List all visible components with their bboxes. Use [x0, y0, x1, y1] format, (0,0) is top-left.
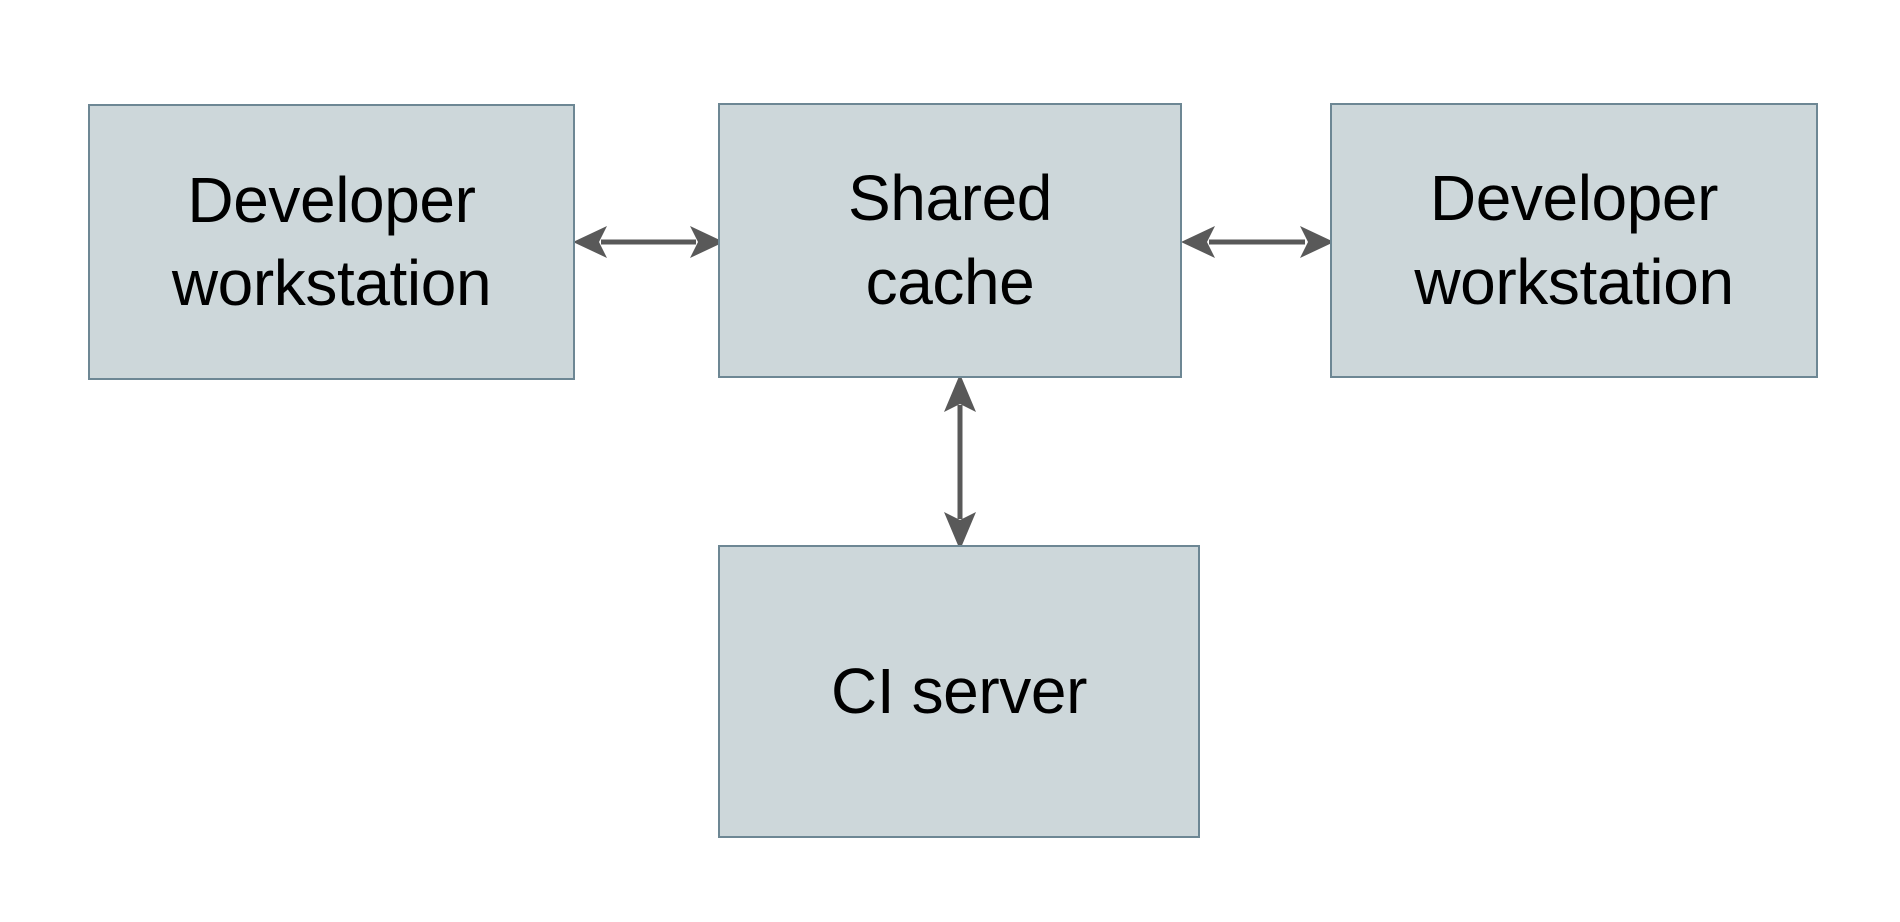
- node-label: Developer workstation: [1414, 162, 1734, 318]
- node-developer-workstation-left[interactable]: Developer workstation: [88, 104, 575, 380]
- node-label: Developer workstation: [171, 163, 492, 319]
- node-shared-cache[interactable]: Shared cache: [718, 103, 1182, 378]
- double-arrow-icon: [573, 226, 724, 258]
- node-label: CI server: [831, 654, 1087, 727]
- node-ci-server[interactable]: CI server: [718, 545, 1200, 838]
- edge-dev-left-to-shared-cache: [573, 226, 724, 258]
- node-developer-workstation-right[interactable]: Developer workstation: [1330, 103, 1818, 378]
- node-label: Shared cache: [848, 162, 1052, 318]
- edge-shared-cache-to-dev-right: [1181, 226, 1334, 258]
- double-arrow-icon: [1181, 226, 1334, 258]
- double-arrow-icon: [944, 374, 976, 550]
- edge-shared-cache-to-ci-server: [944, 374, 976, 550]
